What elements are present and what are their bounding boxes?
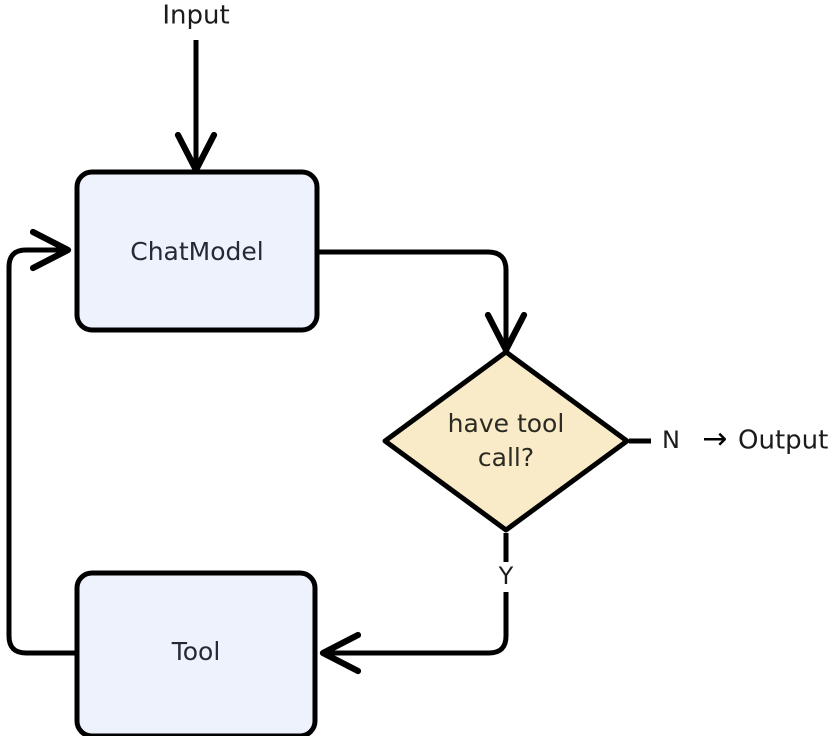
edge-tool-to-chatmodel	[6, 250, 77, 656]
edge-label-yes: Y	[498, 562, 514, 590]
node-decision-label-line2: call?	[478, 443, 534, 472]
node-tool-box[interactable]	[74, 570, 318, 736]
edge-chatmodel-to-decision	[318, 249, 506, 348]
node-tool-label: Tool	[171, 637, 221, 666]
edge-label-no: N	[662, 426, 680, 454]
node-output-label: Output	[738, 426, 828, 456]
node-chatmodel-box[interactable]	[74, 169, 320, 333]
edge-decision-to-tool-lower	[325, 592, 509, 653]
node-chatmodel-label: ChatModel	[130, 237, 263, 266]
node-decision-diamond[interactable]	[382, 349, 630, 533]
node-input-label: Input	[162, 1, 229, 31]
node-decision-label-line1: have tool	[448, 409, 565, 438]
output-arrow-icon: →	[702, 422, 727, 457]
